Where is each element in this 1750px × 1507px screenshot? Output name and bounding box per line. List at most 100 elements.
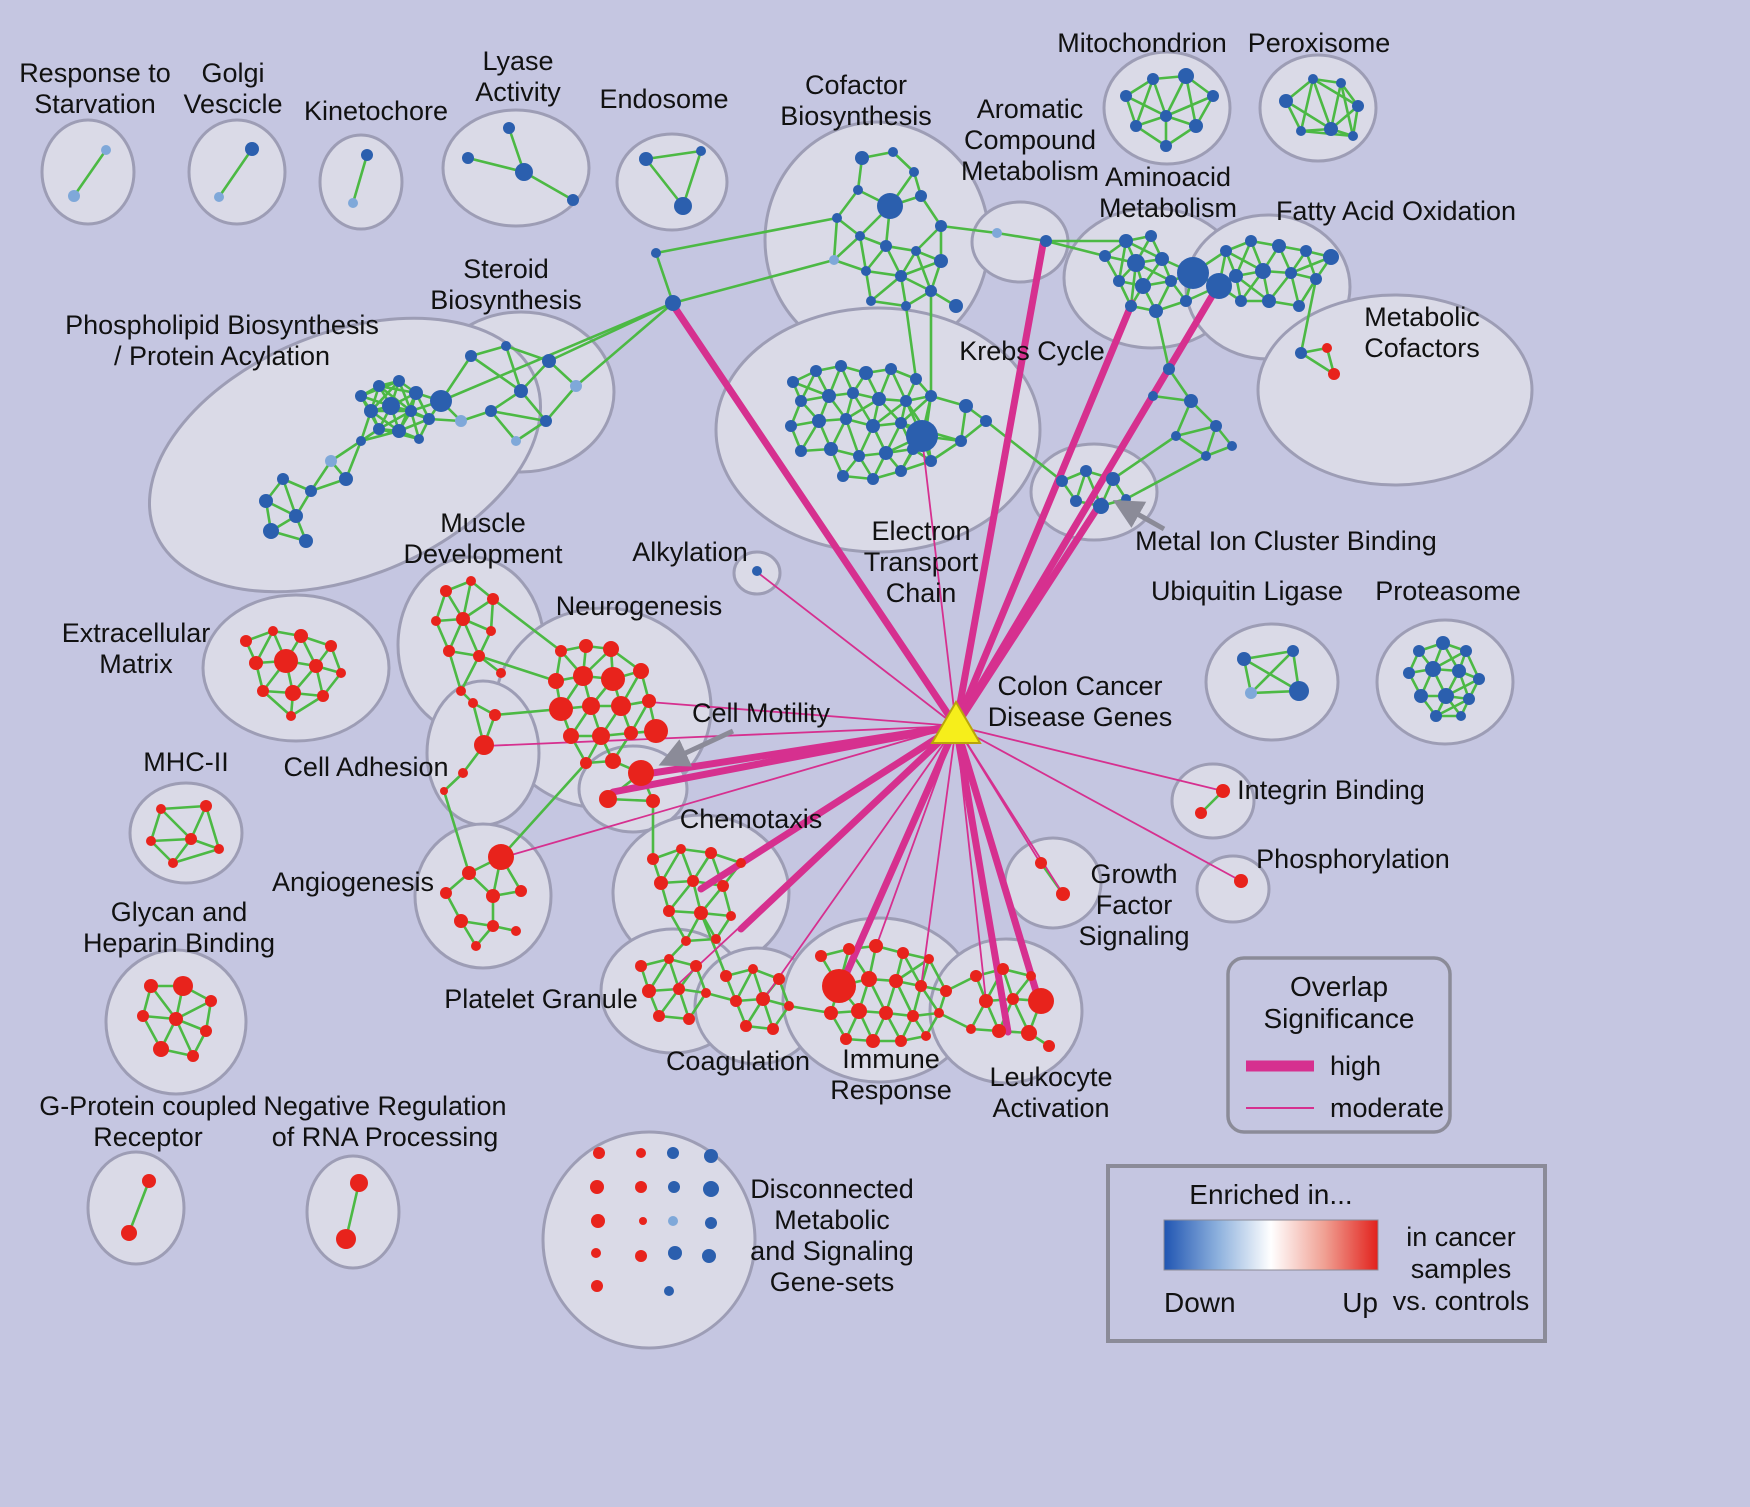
geneset-node[interactable] xyxy=(992,1024,1006,1038)
geneset-node[interactable] xyxy=(1080,465,1092,477)
geneset-node[interactable] xyxy=(667,1147,679,1159)
geneset-node[interactable] xyxy=(1234,874,1248,888)
geneset-node[interactable] xyxy=(866,296,876,306)
geneset-node[interactable] xyxy=(263,523,279,539)
geneset-node[interactable] xyxy=(843,943,855,955)
geneset-node[interactable] xyxy=(592,727,610,745)
geneset-node[interactable] xyxy=(1007,993,1019,1005)
geneset-node[interactable] xyxy=(1285,267,1297,279)
geneset-node[interactable] xyxy=(1113,275,1125,287)
geneset-node[interactable] xyxy=(853,185,863,195)
geneset-node[interactable] xyxy=(1413,645,1425,657)
geneset-node[interactable] xyxy=(756,992,770,1006)
geneset-node[interactable] xyxy=(690,960,702,972)
geneset-node[interactable] xyxy=(767,1023,779,1035)
geneset-node[interactable] xyxy=(633,663,649,679)
geneset-node[interactable] xyxy=(832,213,842,223)
geneset-node[interactable] xyxy=(348,198,358,208)
geneset-node[interactable] xyxy=(567,194,579,206)
geneset-node[interactable] xyxy=(784,1001,794,1011)
geneset-node[interactable] xyxy=(877,193,903,219)
geneset-node[interactable] xyxy=(668,1216,678,1226)
geneset-node[interactable] xyxy=(373,423,385,435)
geneset-node[interactable] xyxy=(1155,252,1169,266)
geneset-node[interactable] xyxy=(897,947,909,959)
geneset-node[interactable] xyxy=(309,659,323,673)
geneset-node[interactable] xyxy=(664,1286,674,1296)
geneset-node[interactable] xyxy=(628,760,654,786)
colon-cancer-hub-node[interactable] xyxy=(930,700,982,744)
geneset-node[interactable] xyxy=(591,1280,603,1292)
geneset-node[interactable] xyxy=(1310,273,1322,285)
geneset-node[interactable] xyxy=(810,365,822,377)
geneset-node[interactable] xyxy=(869,939,883,953)
geneset-node[interactable] xyxy=(1245,235,1257,247)
geneset-node[interactable] xyxy=(1035,857,1047,869)
geneset-node[interactable] xyxy=(1165,275,1177,287)
geneset-node[interactable] xyxy=(599,790,617,808)
geneset-node[interactable] xyxy=(1289,681,1309,701)
geneset-node[interactable] xyxy=(488,844,514,870)
geneset-node[interactable] xyxy=(1177,257,1209,289)
geneset-node[interactable] xyxy=(888,147,898,157)
geneset-node[interactable] xyxy=(1328,368,1340,380)
geneset-node[interactable] xyxy=(393,375,405,387)
geneset-node[interactable] xyxy=(611,696,631,716)
geneset-node[interactable] xyxy=(1293,300,1305,312)
geneset-node[interactable] xyxy=(462,152,474,164)
geneset-node[interactable] xyxy=(642,984,656,998)
geneset-node[interactable] xyxy=(185,833,197,845)
geneset-node[interactable] xyxy=(1207,90,1219,102)
geneset-node[interactable] xyxy=(268,626,278,636)
geneset-node[interactable] xyxy=(979,994,993,1008)
geneset-node[interactable] xyxy=(364,404,378,418)
geneset-node[interactable] xyxy=(668,1246,682,1260)
geneset-node[interactable] xyxy=(1127,254,1145,272)
geneset-node[interactable] xyxy=(1149,304,1163,318)
geneset-node[interactable] xyxy=(748,964,758,974)
geneset-node[interactable] xyxy=(901,301,911,311)
geneset-node[interactable] xyxy=(1056,887,1070,901)
geneset-node[interactable] xyxy=(992,228,1002,238)
geneset-node[interactable] xyxy=(829,255,839,265)
geneset-node[interactable] xyxy=(980,415,992,427)
geneset-node[interactable] xyxy=(921,1031,931,1041)
geneset-node[interactable] xyxy=(489,709,501,721)
geneset-node[interactable] xyxy=(1148,391,1158,401)
geneset-node[interactable] xyxy=(440,887,452,899)
geneset-node[interactable] xyxy=(879,1006,893,1020)
geneset-node[interactable] xyxy=(474,735,494,755)
geneset-node[interactable] xyxy=(1135,278,1151,294)
geneset-node[interactable] xyxy=(245,142,259,156)
geneset-node[interactable] xyxy=(1296,126,1306,136)
geneset-node[interactable] xyxy=(1189,119,1203,133)
geneset-node[interactable] xyxy=(1147,73,1159,85)
geneset-node[interactable] xyxy=(431,616,441,626)
geneset-node[interactable] xyxy=(752,566,762,576)
geneset-node[interactable] xyxy=(847,387,859,399)
geneset-node[interactable] xyxy=(1237,652,1251,666)
geneset-node[interactable] xyxy=(187,1050,199,1062)
geneset-node[interactable] xyxy=(895,465,907,477)
geneset-node[interactable] xyxy=(580,757,592,769)
geneset-node[interactable] xyxy=(665,295,681,311)
geneset-node[interactable] xyxy=(1171,431,1181,441)
geneset-node[interactable] xyxy=(1106,472,1120,486)
geneset-node[interactable] xyxy=(664,954,674,964)
geneset-node[interactable] xyxy=(668,1181,680,1193)
geneset-node[interactable] xyxy=(824,442,838,456)
geneset-node[interactable] xyxy=(711,934,721,944)
geneset-node[interactable] xyxy=(934,254,948,268)
geneset-node[interactable] xyxy=(624,726,638,740)
geneset-node[interactable] xyxy=(350,1174,368,1192)
geneset-node[interactable] xyxy=(169,1012,183,1026)
geneset-node[interactable] xyxy=(1220,245,1232,257)
geneset-node[interactable] xyxy=(339,472,353,486)
geneset-node[interactable] xyxy=(717,880,729,892)
geneset-node[interactable] xyxy=(1160,110,1172,122)
geneset-node[interactable] xyxy=(795,395,807,407)
geneset-node[interactable] xyxy=(1336,78,1346,88)
geneset-node[interactable] xyxy=(867,473,879,485)
geneset-node[interactable] xyxy=(822,969,856,1003)
geneset-node[interactable] xyxy=(1227,441,1237,451)
